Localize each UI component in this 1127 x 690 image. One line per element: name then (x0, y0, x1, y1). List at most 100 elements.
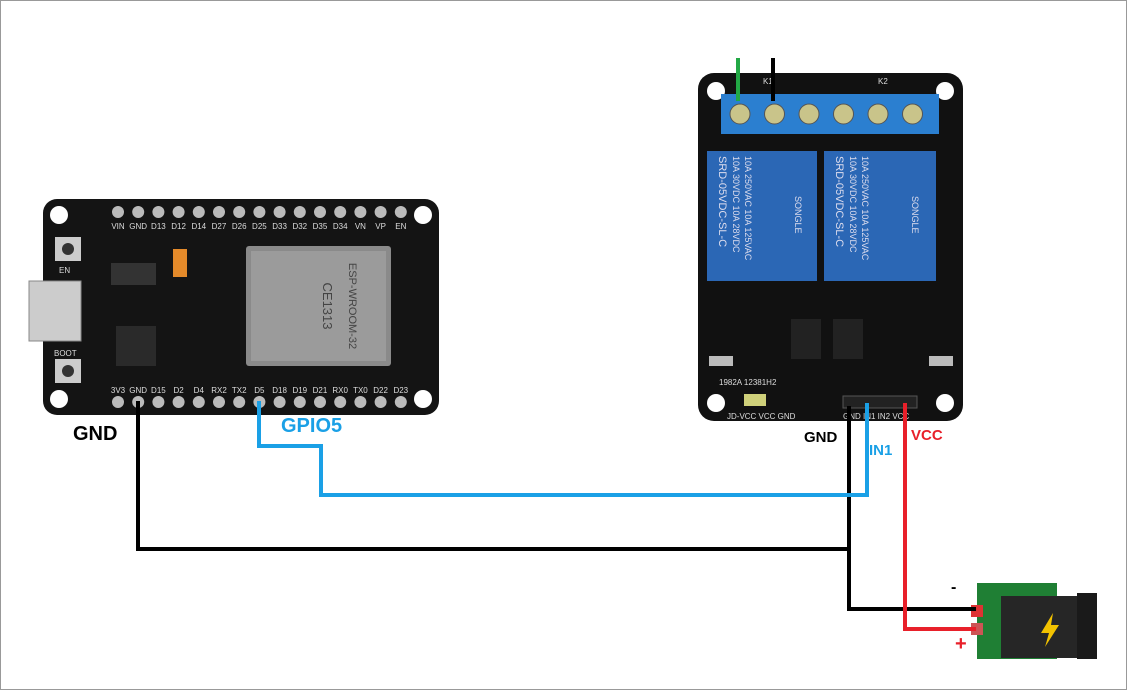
esp-bottom-pin (192, 396, 205, 408)
esp-top-pin (354, 206, 367, 218)
boot-label: BOOT (54, 349, 77, 358)
k1-label: K1 (763, 77, 773, 86)
esp-bottom-pin-label: 3V3 (111, 386, 126, 395)
esp-top-pin-label: D33 (272, 222, 287, 231)
esp-top-pin-label: D26 (232, 222, 247, 231)
wire-gpio5-in1 (257, 401, 869, 497)
esp-bottom-pin-label: D15 (151, 386, 166, 395)
module-cert-text: CE1313 (320, 283, 335, 330)
usb-chip (116, 326, 156, 366)
relay-k1-brand: SONGLE (793, 196, 803, 234)
input-header (842, 395, 918, 409)
esp-top-pin-label: D12 (171, 222, 186, 231)
relay-board: K1 K2 10A 250VAC 10A 125VAC 10A 30VDC 10… (698, 73, 963, 421)
esp-top-pin-label: GND (129, 222, 147, 231)
esp-top-pin-label: VIN (111, 222, 125, 231)
relay-k1 (707, 151, 817, 281)
esp-bottom-pin-label: RX2 (211, 386, 227, 395)
esp-top-pin (213, 206, 225, 218)
header-pin-labels: GND IN1 IN2 VCC (843, 412, 909, 421)
screw-terminal (902, 103, 923, 125)
esp-bottom-pin-label: D18 (272, 386, 287, 395)
vcc-label: VCC (911, 427, 943, 444)
dc-power-jack (971, 583, 1097, 659)
esp-top-pin-label: D27 (212, 222, 227, 231)
screw-terminal (867, 103, 889, 125)
esp-top-pin-label: D13 (151, 222, 166, 231)
esp-bottom-pin-label: D22 (373, 386, 388, 395)
jd-vcc-jumper[interactable] (744, 394, 766, 406)
relay-k1-model: SRD-05VDC-SL-C (716, 156, 728, 247)
esp-top-pin-label: D32 (292, 222, 307, 231)
esp-top-pin (273, 206, 286, 218)
in1-label: IN1 (869, 442, 893, 459)
esp-bottom-pin (374, 396, 387, 408)
relay-k1-rating-ac: 10A 250VAC 10A 125VAC (743, 156, 753, 261)
esp-bottom-pin (354, 396, 367, 408)
esp-bottom-pin (172, 396, 185, 408)
esp-top-pin (253, 206, 266, 218)
esp-bottom-pin-label: D19 (292, 386, 307, 395)
esp-top-pin-label: D34 (333, 222, 348, 231)
esp-top-pin-label: D35 (313, 222, 328, 231)
wire-relay-gnd (847, 406, 976, 611)
wire-esp-gnd (136, 401, 849, 551)
esp-bottom-pin (213, 396, 225, 408)
esp-top-pin-label: D25 (252, 222, 267, 231)
relay-k2-brand: SONGLE (910, 196, 920, 234)
esp-top-pin (132, 206, 145, 218)
esp-bottom-pin (112, 396, 124, 408)
screw-terminal (764, 103, 785, 125)
esp-top-pin (374, 206, 387, 218)
jumper-pin-labels: JD-VCC VCC GND (727, 412, 796, 421)
esp-top-pin (394, 206, 407, 218)
esp-bottom-pin-label: D23 (393, 386, 408, 395)
esp32-board: EN BOOT ESP-WROOM-32 CE1313 VIN GND D13 D12… (28, 199, 439, 415)
esp-top-pin (233, 206, 246, 218)
board-code: 1982A 12381H2 (719, 378, 777, 387)
esp-top-pin (314, 206, 326, 218)
esp-bottom-pin (293, 396, 306, 408)
wire-vcc (903, 403, 976, 631)
esp-top-pin (293, 206, 306, 218)
relay-k1-rating-dc: 10A 30VDC 10A 28VDC (731, 156, 741, 253)
esp-bottom-pin-label: TX0 (353, 386, 368, 395)
esp-top-pin-label: D14 (191, 222, 206, 231)
esp-bottom-pin-label: D21 (313, 386, 328, 395)
esp-bottom-pin-label: D4 (194, 386, 205, 395)
esp-top-pin (112, 206, 124, 218)
usb-port (28, 280, 82, 342)
screw-terminal (833, 103, 854, 125)
esp-bottom-pin (314, 396, 326, 408)
esp-bottom-pin (233, 396, 246, 408)
esp-top-pin (152, 206, 165, 218)
esp-bottom-pin-label: TX2 (232, 386, 247, 395)
esp-top-pin-label: VP (375, 222, 386, 231)
k2-label: K2 (878, 77, 888, 86)
module-name-text: ESP-WROOM-32 (346, 263, 358, 349)
gpio5-label: GPIO5 (281, 415, 343, 437)
esp-bottom-pin-label: GND (129, 386, 147, 395)
plus-label: + (955, 633, 967, 655)
esp-bottom-pin (394, 396, 407, 408)
relay-gnd-label: GND (804, 429, 838, 446)
esp-bottom-pin-label: RX0 (332, 386, 348, 395)
esp-top-pin-label: EN (395, 222, 406, 231)
esp-top-pin-label: VN (355, 222, 366, 231)
minus-label: - (951, 579, 957, 596)
esp-bottom-pin-label: D2 (173, 386, 184, 395)
esp-top-pin (334, 206, 347, 218)
screw-terminal (729, 103, 751, 125)
relay-k2 (824, 151, 936, 281)
power-bolt-icon (1041, 613, 1059, 647)
esp-bottom-pin-label: D5 (254, 386, 265, 395)
esp-top-pin (172, 206, 185, 218)
relay-k2-rating-ac: 10A 250VAC 10A 125VAC (860, 156, 870, 261)
screw-terminal (798, 103, 820, 125)
esp-gnd-label: GND (73, 423, 118, 445)
relay-k2-rating-dc: 10A 30VDC 10A 28VDC (848, 156, 858, 253)
esp-top-pin (192, 206, 205, 218)
esp-bottom-pin (273, 396, 286, 408)
